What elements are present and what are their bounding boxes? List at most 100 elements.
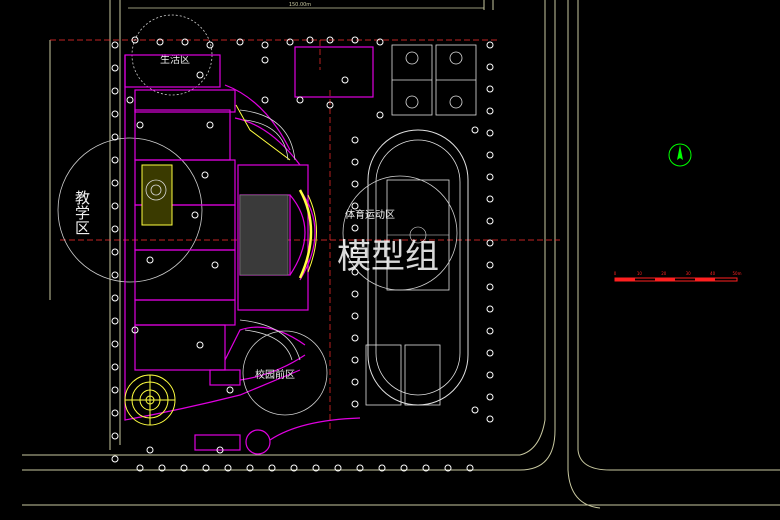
- tree-symbol: [261, 56, 269, 64]
- tree-symbol: [471, 406, 479, 414]
- tree-symbol: [351, 36, 359, 44]
- campus-front-zone: 校园前区: [242, 330, 328, 416]
- tree-symbol: [211, 261, 219, 269]
- tree-symbol: [196, 71, 204, 79]
- sports-zone: 体育运动区: [342, 129, 469, 406]
- tree-symbol: [158, 464, 166, 472]
- tree-symbol: [444, 464, 452, 472]
- tree-symbol: [486, 173, 494, 181]
- tree-symbol: [111, 455, 119, 463]
- tree-symbol: [111, 271, 119, 279]
- tree-symbol: [378, 464, 386, 472]
- tree-symbol: [111, 363, 119, 371]
- tree-symbol: [156, 38, 164, 46]
- tree-symbol: [226, 386, 234, 394]
- tree-symbol: [131, 326, 139, 334]
- tree-symbol: [306, 36, 314, 44]
- basketball-courts: [391, 44, 477, 116]
- tree-symbol: [111, 340, 119, 348]
- guide-lines: [50, 39, 560, 430]
- tree-symbol: [126, 96, 134, 104]
- tree-symbol: [486, 151, 494, 159]
- tree-symbol: [351, 312, 359, 320]
- tree-symbol: [146, 256, 154, 264]
- tree-symbol: [131, 36, 139, 44]
- dimension-label: 150.00m: [289, 2, 311, 8]
- tree-symbol: [486, 327, 494, 335]
- trees: [111, 36, 494, 472]
- scale-tick-label: 20: [661, 271, 667, 276]
- scale-tick-label: 50m: [733, 271, 742, 276]
- tree-symbol: [486, 261, 494, 269]
- tree-symbol: [111, 409, 119, 417]
- watermark-text: 模型组: [337, 237, 439, 277]
- tree-symbol: [351, 224, 359, 232]
- tree-symbol: [111, 133, 119, 141]
- tree-symbol: [216, 446, 224, 454]
- tree-symbol: [296, 96, 304, 104]
- tree-symbol: [224, 464, 232, 472]
- tree-symbol: [334, 464, 342, 472]
- scale-tick-label: 10: [637, 271, 643, 276]
- tree-symbol: [111, 386, 119, 394]
- tree-symbol: [206, 121, 214, 129]
- tree-symbol: [351, 202, 359, 210]
- road-lines: [22, 0, 780, 509]
- tree-symbol: [486, 415, 494, 423]
- tree-symbol: [486, 85, 494, 93]
- sports-zone-label: 体育运动区: [345, 208, 395, 221]
- tree-symbol: [486, 195, 494, 203]
- dimension-line: 150.00m: [128, 2, 484, 9]
- tree-symbol: [136, 121, 144, 129]
- tree-symbol: [351, 136, 359, 144]
- tree-symbol: [286, 38, 294, 46]
- tree-symbol: [236, 38, 244, 46]
- tree-symbol: [111, 225, 119, 233]
- tree-symbol: [486, 41, 494, 49]
- campus-front-zone-label: 校园前区: [255, 368, 295, 381]
- tree-symbol: [351, 158, 359, 166]
- tree-symbol: [486, 305, 494, 313]
- tree-symbol: [111, 156, 119, 164]
- tree-symbol: [326, 36, 334, 44]
- tree-symbol: [290, 464, 298, 472]
- tree-symbol: [196, 341, 204, 349]
- tree-symbol: [206, 41, 214, 49]
- tree-symbol: [351, 246, 359, 254]
- tree-symbol: [376, 111, 384, 119]
- tree-symbol: [326, 101, 334, 109]
- scale-tick-label: 40: [710, 271, 716, 276]
- tree-symbol: [486, 217, 494, 225]
- teaching-zone: 教学区: [57, 137, 203, 283]
- living-zone-label: 生活区: [160, 53, 190, 66]
- tree-symbol: [351, 180, 359, 188]
- tree-symbol: [486, 371, 494, 379]
- tree-symbol: [111, 248, 119, 256]
- tree-symbol: [202, 464, 210, 472]
- tree-symbol: [261, 96, 269, 104]
- tree-symbol: [486, 349, 494, 357]
- teaching-zone-label: 教学区: [73, 190, 91, 235]
- tree-symbol: [341, 76, 349, 84]
- tree-symbol: [376, 38, 384, 46]
- tree-symbol: [351, 378, 359, 386]
- tree-symbol: [111, 179, 119, 187]
- tree-symbol: [246, 464, 254, 472]
- tree-symbol: [111, 202, 119, 210]
- scale-tick-label: 30: [686, 271, 692, 276]
- tree-symbol: [111, 64, 119, 72]
- tree-symbol: [486, 283, 494, 291]
- tree-symbol: [356, 464, 364, 472]
- tree-symbol: [351, 356, 359, 364]
- tree-symbol: [471, 126, 479, 134]
- tree-symbol: [312, 464, 320, 472]
- tree-symbol: [111, 87, 119, 95]
- tree-symbol: [422, 464, 430, 472]
- tree-symbol: [486, 129, 494, 137]
- tree-symbol: [111, 110, 119, 118]
- tree-symbol: [486, 107, 494, 115]
- tree-symbol: [191, 211, 199, 219]
